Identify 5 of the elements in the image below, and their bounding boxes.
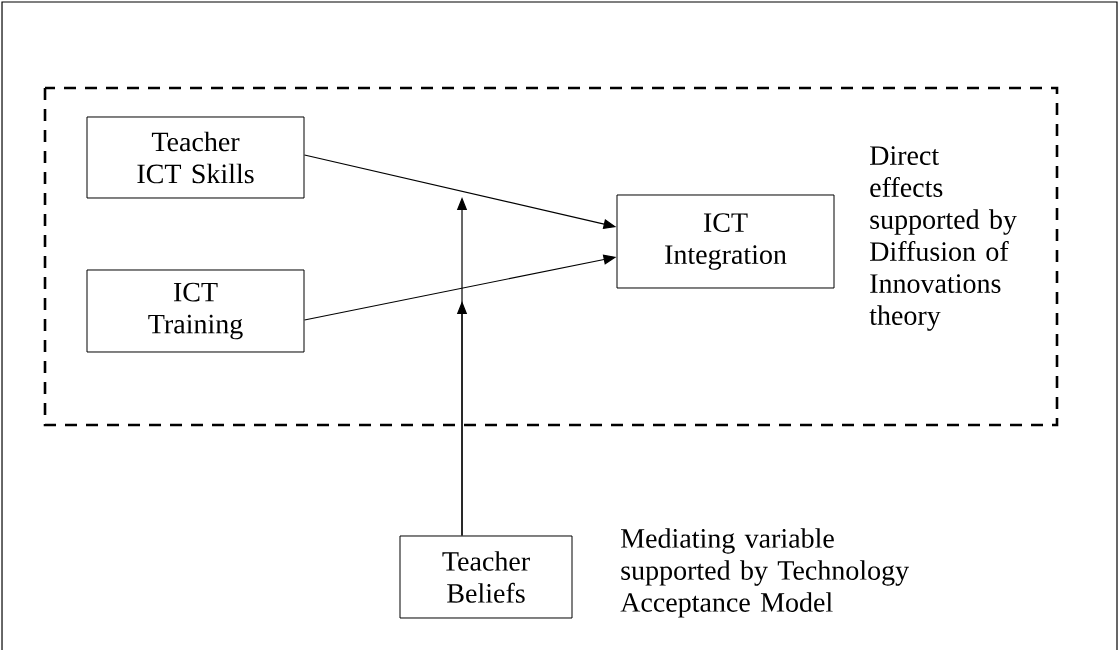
- note-text: Mediating variable supported by Technology Acceptance Model: [620, 528, 909, 618]
- variable-box: ICT Training: [86, 269, 305, 353]
- variable-box: ICT Integration: [616, 194, 835, 289]
- variable-box: Teacher ICT Skills: [86, 116, 305, 199]
- variable-box: Teacher Beliefs: [399, 535, 573, 619]
